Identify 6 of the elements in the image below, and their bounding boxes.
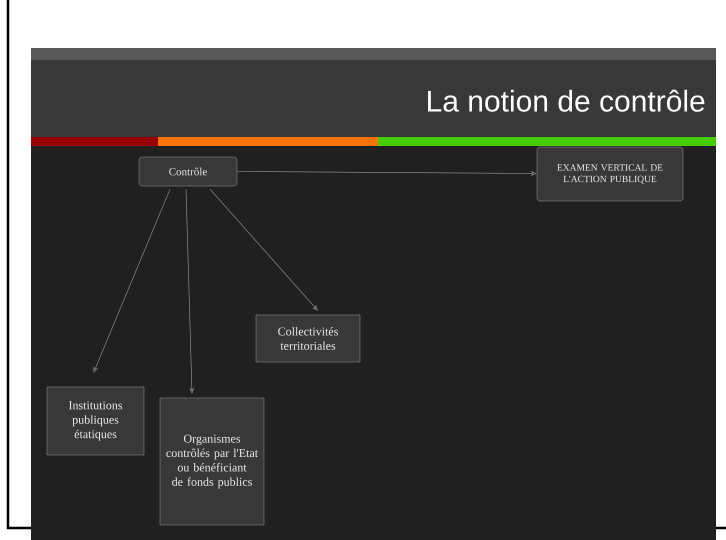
concept-box: Collectivités territoriales [256,314,360,362]
slide-title: La notion de contrôle [428,90,704,112]
concept-box: EXAMEN VERTICAL DE L'ACTION PUBLIQUE [536,146,684,202]
concept-box: Organismes contrôlés par l'Etat ou bénéficiant de fonds publics [160,398,264,526]
concept-box: Contrôle [138,156,238,186]
concept-box: Institutions publiques étatiques [46,386,144,456]
